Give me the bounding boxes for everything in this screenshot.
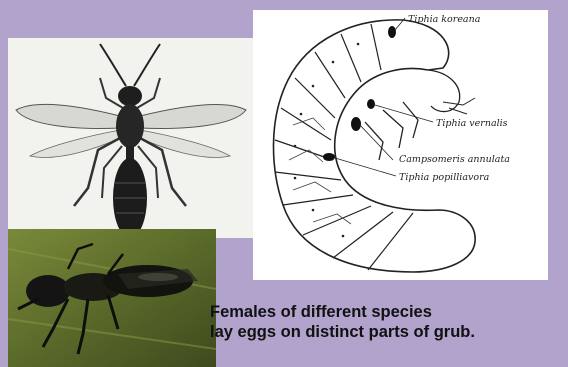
wasp-on-leaf-photo [8, 229, 216, 367]
caption-line-2: lay eggs on distinct parts of grub. [210, 322, 566, 342]
label-tiphia-vernalis: Tiphia vernalis [436, 118, 508, 129]
wasp-illustration [8, 38, 253, 238]
wasp-drawing-image [8, 38, 253, 238]
label-campsomeris-annulata: Campsomeris annulata [399, 154, 510, 165]
wasp-photo-image [8, 229, 216, 367]
label-tiphia-popilliavora: Tiphia popilliavora [399, 172, 490, 183]
caption-line-1: Females of different species [210, 302, 566, 322]
grub-diagram-image: Tiphia koreana Tiphia vernalis Campsomer… [253, 10, 548, 280]
caption: Females of different species lay eggs on… [210, 302, 566, 342]
label-tiphia-koreana: Tiphia koreana [408, 14, 481, 25]
grub-illustration: Tiphia koreana Tiphia vernalis Campsomer… [253, 10, 548, 280]
